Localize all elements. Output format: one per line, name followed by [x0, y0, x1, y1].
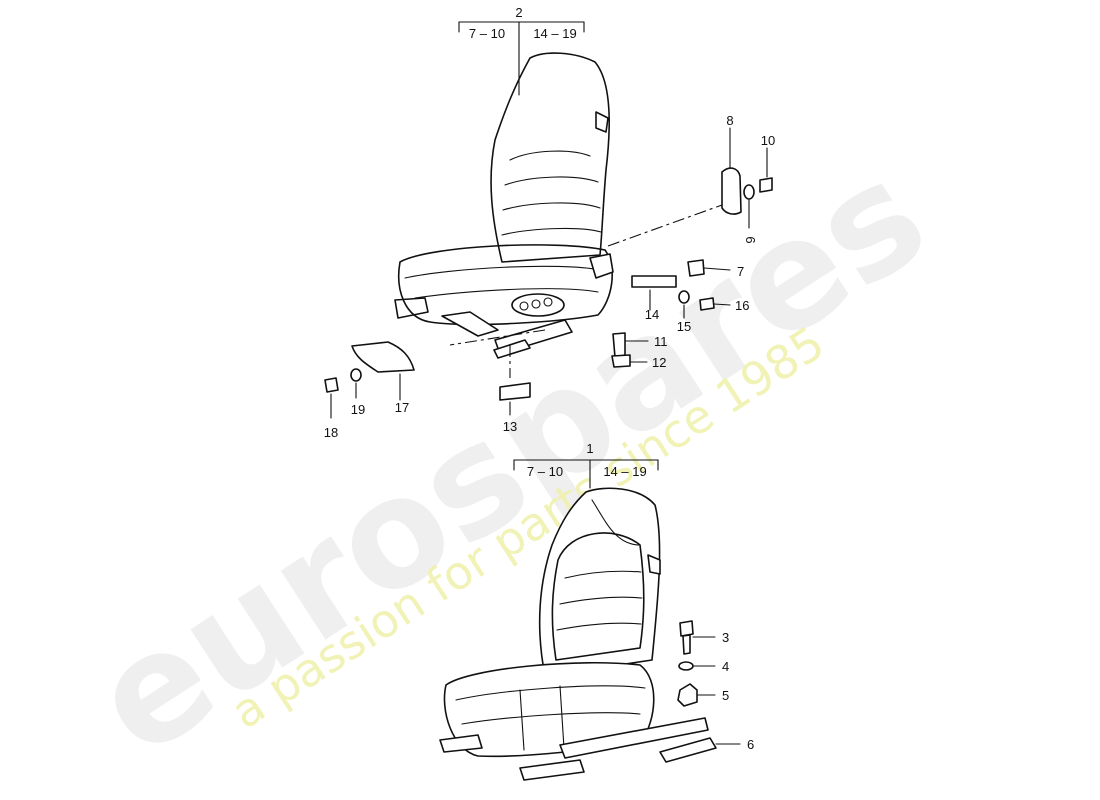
callout-7: 7 — [737, 264, 744, 279]
part-15-washer — [678, 290, 690, 304]
upper-back-rib — [504, 176, 599, 186]
part-5-bracket — [677, 683, 698, 707]
lower-left-rail — [439, 734, 483, 753]
upper-cushion-seam — [414, 288, 599, 299]
upper-seat: 2 7 – 10 14 – 19 — [394, 5, 614, 359]
upper-recliner — [589, 253, 614, 279]
part-4-washer — [678, 661, 694, 671]
lower-rail-foot — [519, 759, 585, 781]
upper-left-range: 7 – 10 — [469, 26, 505, 41]
part-14-rod — [631, 275, 677, 288]
callout-8: 8 — [726, 113, 733, 128]
lower-headrest-clip — [647, 554, 661, 575]
lower-right-rail — [559, 717, 709, 759]
upper-back-rib — [501, 227, 602, 236]
lower-parts: 3 4 5 6 — [659, 620, 754, 763]
lower-seat: 1 7 – 10 14 – 19 — [439, 441, 709, 781]
lower-assembly-header: 1 7 – 10 14 – 19 — [513, 441, 659, 489]
dash-line — [607, 204, 723, 247]
leader-16 — [713, 303, 731, 306]
part-8-cover — [721, 167, 742, 215]
callout-12: 12 — [652, 355, 666, 370]
lower-back-rib — [559, 596, 643, 605]
callout-9: 9 — [743, 236, 758, 243]
callout-6: 6 — [747, 737, 754, 752]
upper-backrest — [490, 52, 610, 263]
lower-bracket — [513, 459, 659, 471]
upper-left-rail — [394, 297, 429, 319]
part-17-trim — [351, 341, 415, 373]
lower-cushion-seam — [455, 685, 646, 701]
lower-left-range: 7 – 10 — [527, 464, 563, 479]
callout-3: 3 — [722, 630, 729, 645]
lower-cushion-seam — [519, 689, 525, 751]
callout-10: 10 — [761, 133, 775, 148]
part-11-bolt — [612, 332, 626, 358]
callout-14: 14 — [645, 307, 659, 322]
callout-5: 5 — [722, 688, 729, 703]
part-16-screw — [699, 297, 715, 311]
upper-adjuster-panel — [511, 293, 565, 317]
lower-back-rib — [564, 570, 642, 579]
lower-assembly-number: 1 — [586, 441, 593, 456]
part-7-bolt — [687, 259, 705, 277]
upper-cushion-seam — [404, 265, 601, 279]
lower-cushion-seam — [461, 712, 641, 725]
upper-back-rib — [509, 150, 591, 161]
part-19-washer — [350, 368, 362, 382]
callout-15: 15 — [677, 319, 691, 334]
upper-bracket — [458, 21, 585, 33]
upper-headrest-clip — [595, 111, 609, 133]
upper-rail-foot — [493, 339, 531, 359]
callout-13: 13 — [503, 419, 517, 434]
part-10-bolt — [759, 177, 773, 193]
upper-cushion — [398, 244, 613, 326]
lower-back-seam — [591, 499, 641, 546]
part-18-screw — [324, 377, 339, 393]
lower-back-rib — [556, 622, 642, 631]
leader-7 — [703, 267, 731, 271]
callout-4: 4 — [722, 659, 729, 674]
callout-18: 18 — [324, 425, 338, 440]
callout-11: 11 — [654, 334, 668, 349]
part-9-washer — [743, 184, 755, 200]
part-3-bolt — [679, 620, 694, 655]
upper-right-range: 14 – 19 — [533, 26, 576, 41]
lower-right-range: 14 – 19 — [603, 464, 646, 479]
part-13-pad — [499, 382, 531, 401]
callout-19: 19 — [351, 402, 365, 417]
lower-back-insert — [551, 532, 645, 661]
upper-assembly-number: 2 — [515, 5, 522, 20]
part-6-plate — [659, 737, 717, 763]
upper-assembly-header: 2 7 – 10 14 – 19 — [458, 5, 585, 96]
lower-cushion-seam — [559, 685, 565, 749]
upper-back-rib — [502, 202, 601, 211]
part-12-nut — [611, 354, 631, 368]
dash-line — [449, 329, 546, 346]
callout-16: 16 — [735, 298, 749, 313]
upper-under-bracket — [441, 311, 499, 337]
lower-backrest — [538, 487, 661, 677]
upper-parts: 8 9 10 7 14 15 16 11 12 — [324, 113, 775, 440]
callout-17: 17 — [395, 400, 409, 415]
